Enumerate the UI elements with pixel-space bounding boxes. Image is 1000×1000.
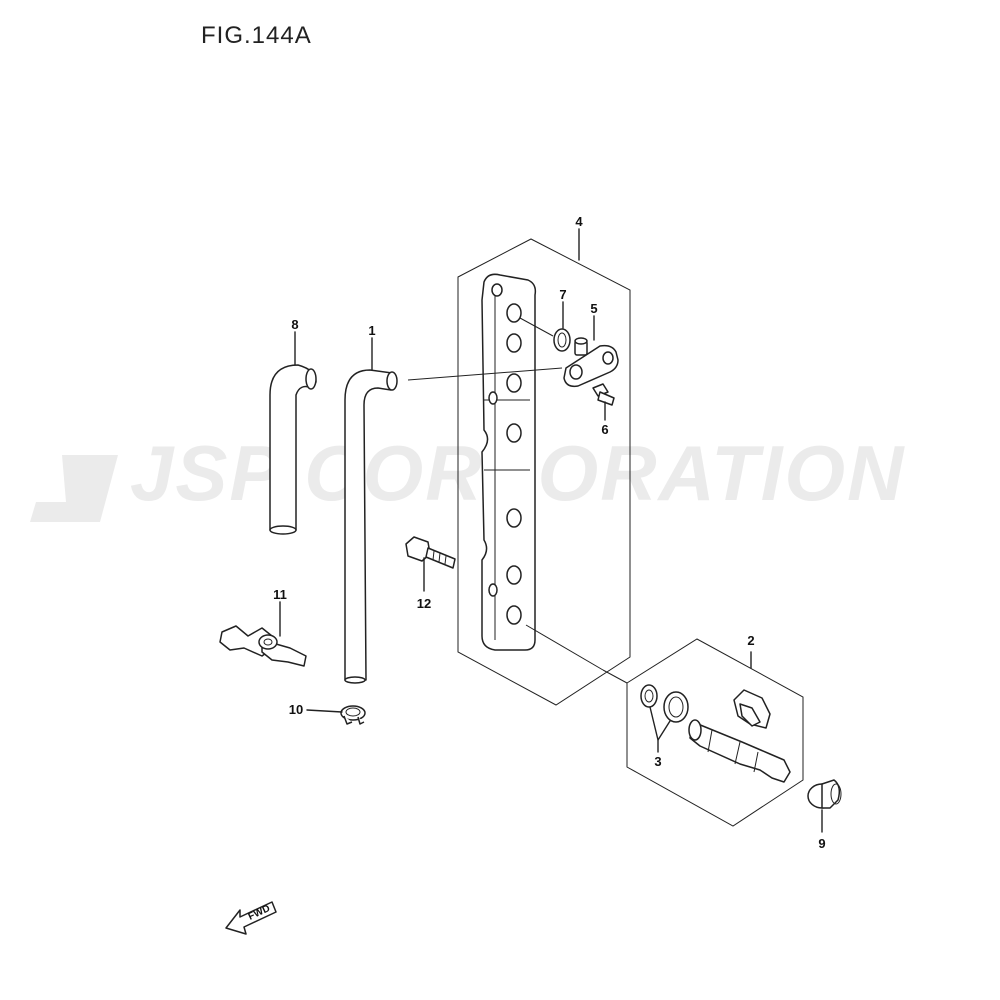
callout-2: 2: [747, 633, 754, 648]
callout-8: 8: [291, 317, 298, 332]
fwd-arrow-icon: FWD: [225, 901, 277, 935]
callout-3: 3: [654, 754, 661, 769]
hose-clip-part-10: [340, 705, 366, 725]
callout-10: 10: [289, 702, 303, 717]
watermark: JSP CORPORATION: [30, 429, 903, 522]
callout-1: 1: [368, 323, 375, 338]
bolt-part-12: [405, 536, 456, 569]
elbow-hose-part-8: [269, 364, 317, 535]
callout-6: 6: [601, 422, 608, 437]
long-hose-part-1: [344, 369, 398, 684]
callout-4: 4: [575, 214, 583, 229]
callout-5: 5: [590, 301, 597, 316]
callout-12: 12: [417, 596, 431, 611]
figure-title: FIG.144A: [201, 22, 312, 49]
injector-assembly-part-2: [525, 624, 804, 827]
fuel-rail-housing: [457, 238, 631, 706]
callouts: 4 7 5 6 8 1 12 11 10 2 3 9: [273, 214, 825, 851]
o-ring-part-7: [519, 317, 571, 352]
ring-part-9: [807, 779, 842, 809]
clamp-part-11: [219, 625, 307, 667]
callout-7: 7: [559, 287, 566, 302]
callout-11: 11: [273, 587, 287, 602]
hose-to-fitting-leader: [407, 367, 563, 381]
callout-9: 9: [818, 836, 825, 851]
bolt-part-6: [592, 383, 615, 406]
inlet-fitting-part-5: [563, 337, 619, 388]
